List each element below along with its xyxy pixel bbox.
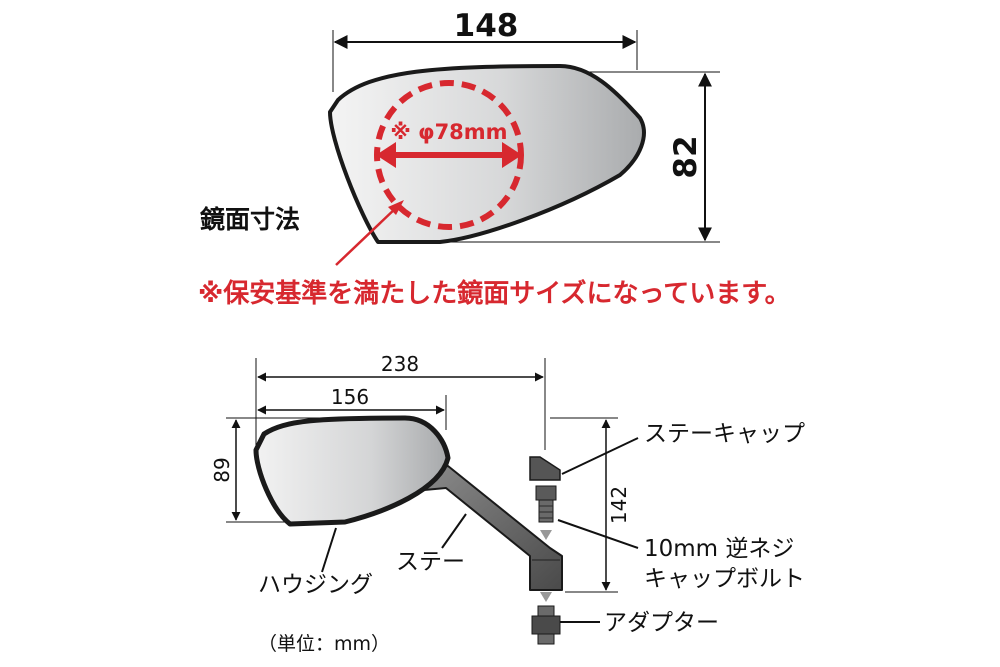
cap-bolt-thread bbox=[538, 499, 554, 523]
adapter-direction-arrow bbox=[540, 592, 552, 602]
label-cap-bolt-line1: 10mm 逆ネジ bbox=[644, 536, 794, 562]
stay-arm bbox=[423, 465, 563, 591]
note-leader-line bbox=[335, 205, 399, 266]
label-adapter: アダプター bbox=[604, 610, 719, 636]
label-stay: ステー bbox=[396, 549, 465, 575]
dim-total-height-label: 142 bbox=[607, 486, 631, 524]
leader-cap-bolt bbox=[557, 519, 639, 549]
leader-stay bbox=[441, 513, 467, 549]
phi78-arrow-left bbox=[376, 142, 396, 168]
bottom-view: 238 156 89 142 ステーキャップ 10 bbox=[210, 352, 805, 655]
phi78-arrow-right bbox=[502, 142, 522, 168]
cap-bolt-head bbox=[535, 485, 557, 501]
top-view: 148 82 ※ φ78mm 鏡面寸法 ※保安基準を満たした鏡面サイズになってい… bbox=[198, 8, 791, 309]
mirror-housing bbox=[253, 415, 451, 527]
adapter-body bbox=[531, 615, 561, 635]
bolt-direction-arrow bbox=[540, 530, 552, 540]
note-leader-arrow bbox=[388, 200, 404, 215]
leader-stay-cap bbox=[561, 437, 639, 475]
label-stay-cap: ステーキャップ bbox=[644, 421, 805, 447]
label-housing: ハウジング bbox=[258, 572, 373, 598]
dim-overall-width-label: 238 bbox=[381, 352, 419, 376]
stay-cap bbox=[529, 456, 561, 481]
unit-note: （単位：mm） bbox=[258, 633, 390, 655]
leader-housing bbox=[321, 527, 337, 573]
dim-height-label: 82 bbox=[668, 135, 704, 178]
adapter-thread-top bbox=[537, 605, 555, 617]
regulation-note: ※保安基準を満たした鏡面サイズになっています。 bbox=[198, 278, 791, 309]
label-cap-bolt-line2: キャップボルト bbox=[644, 566, 805, 592]
section-title: 鏡面寸法 bbox=[200, 205, 300, 234]
dim-mirror-width-label: 156 bbox=[331, 385, 369, 409]
dim-mirror-height-label: 89 bbox=[210, 457, 234, 482]
dim-width-label: 148 bbox=[454, 8, 519, 44]
phi78-label: ※ φ78mm bbox=[390, 120, 507, 144]
adapter-thread-bottom bbox=[537, 633, 555, 645]
